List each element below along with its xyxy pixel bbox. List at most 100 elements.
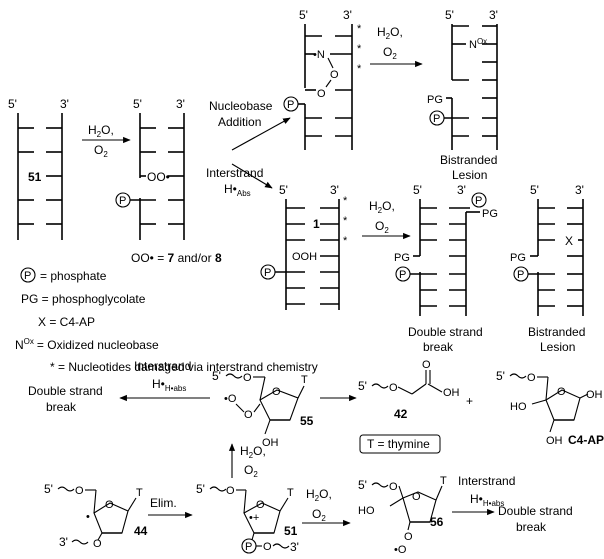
phosphate-label: P [24, 270, 31, 282]
five-prime-label: 5' [358, 478, 367, 492]
phosphate-label: P [264, 267, 271, 279]
legend-c4ap: X = C4-AP [38, 315, 95, 329]
compound-56-structure: 5' O O T HO O •O 56 [358, 475, 447, 556]
anomeric-hydroxyl: OH [586, 389, 603, 401]
addition-label: Addition [218, 115, 261, 129]
ring-oxygen: O [412, 491, 421, 503]
lesion-label: Lesion [540, 340, 575, 354]
c4ap-marker: X [565, 234, 573, 248]
dna-double-strand-break: 5' 3' P PG PG P Double strand break [394, 183, 498, 354]
right-dsb-arrow: Interstrand H•H•abs Double strand break [452, 474, 573, 534]
radical-cation: •+ [249, 512, 259, 524]
phosphoglycolate-label: PG [482, 208, 498, 220]
phosphate-circle [471, 192, 487, 208]
dna-nucleobase-addition: 5' 3' •N O O * * * P [283, 8, 362, 150]
elimination-arrow: Elim. [148, 496, 193, 519]
legend-star: * = Nucleotides damaged via interstrand … [50, 360, 318, 374]
compound-c4ap-label: C4-AP [568, 433, 604, 447]
oxygen-atom: O [389, 481, 398, 493]
five-prime-label: 5' [44, 482, 53, 496]
phosphate-label: P [399, 269, 406, 281]
double-strand-label: Double strand [498, 504, 573, 518]
phosphate-label: P [433, 113, 440, 125]
five-prime-label: 5' [299, 8, 308, 22]
five-prime-label: 5' [212, 369, 221, 383]
ring-oxygen: O [256, 499, 265, 511]
three-prime-label: 3' [59, 535, 68, 549]
elimination-label: Elim. [150, 496, 177, 510]
three-prime-label: 3' [457, 183, 466, 197]
damage-star: * [343, 195, 348, 207]
water-reagent: H2O, [369, 199, 395, 215]
double-strand-label: Double strand [28, 384, 103, 398]
branch-arrows: Nucleobase Addition Interstrand H•Abs [206, 99, 291, 198]
ring-oxygen: O [105, 499, 114, 511]
damage-star: * [357, 23, 362, 35]
three-prime-label: 3' [60, 97, 69, 111]
oxygen-reagent: O2 [312, 507, 326, 523]
oxygen-atom: O [330, 69, 339, 81]
five-prime-label: 5' [8, 97, 17, 111]
compound-44-structure: 5' O O T • 3' O 44 [44, 482, 148, 550]
five-prime-label: 5' [133, 97, 142, 111]
interstrand-label: Interstrand [458, 474, 515, 488]
interstrand-oxygenation-arrow: H2O, O2 [362, 199, 411, 240]
oxidized-nucleobase-label: NOx [469, 37, 487, 51]
carbonyl-oxygen: O [422, 359, 431, 371]
oxygenation-arrow: H2O, O2 [82, 123, 131, 159]
compound-55-structure: 5' O O T •O O OH 55 [212, 369, 314, 449]
nitrogen-label: •N [313, 49, 325, 61]
oxygen-atom: O [75, 485, 84, 497]
water-reagent: H2O, [306, 487, 332, 503]
damage-star: * [357, 43, 362, 55]
hydroxyl-label: HO [510, 401, 527, 413]
legend: P = phosphate PG = phosphoglycolate X = … [15, 267, 318, 374]
legend-oxidized-nucleobase: NOx= Oxidized nucleobase [15, 337, 159, 352]
three-prime-label: 3' [575, 183, 584, 197]
lesion-label: Lesion [452, 168, 487, 182]
break-label: break [46, 400, 77, 414]
water-reagent: H2O, [377, 25, 403, 41]
dna-bistranded-lesion-top: 5' 3' NOx PG P Bistranded Lesion [427, 8, 498, 182]
thymine-legend-box: T = thymine [359, 434, 441, 454]
compound-1-label: 1 [313, 217, 320, 231]
three-prime-label: 3' [290, 540, 299, 554]
peroxyl-o: •O [394, 544, 407, 556]
oxygen-atom: O [404, 531, 413, 543]
dna-bistranded-lesion-x: 5' 3' X PG P Bistranded Lesion [510, 183, 585, 354]
ring-oxygen: O [557, 386, 566, 398]
thymine-label: T [440, 475, 447, 487]
phosphate-circle [20, 267, 36, 283]
hydrogen-abstraction-label: H•H•abs [152, 377, 186, 393]
hydroxyl-label: HO [358, 505, 375, 517]
oxygen-atom: O [243, 372, 252, 384]
compound-51-structure: 5' O O T •+ P O 3' 51 [196, 482, 299, 554]
phosphate-label: P [475, 195, 482, 207]
damage-star: * [343, 215, 348, 227]
damage-star: * [343, 235, 348, 247]
three-prime-label: 3' [489, 8, 498, 22]
phosphate-label: P [119, 195, 126, 207]
bistranded-label: Bistranded [440, 153, 497, 167]
break-label: break [423, 340, 454, 354]
oxygen-reagent: O2 [375, 219, 389, 235]
five-prime-label: 5' [496, 369, 505, 383]
legend-phosphate: = phosphate [40, 269, 107, 283]
top-oxygenation-arrow: H2O, O2 [370, 25, 423, 68]
oxygen-reagent: O2 [244, 463, 258, 479]
compound-56-label: 56 [430, 515, 444, 529]
oxygen-atom: O [527, 372, 536, 384]
phosphoglycolate-label: PG [427, 94, 443, 106]
five-prime-label: 5' [279, 183, 288, 197]
thymine-label: T [287, 487, 294, 499]
double-strand-label: Double strand [408, 325, 483, 339]
thymine-label: T [301, 374, 308, 386]
five-prime-label: 5' [530, 183, 539, 197]
radical-dot: • [86, 511, 90, 523]
oxygen-atom: O [226, 485, 235, 497]
interstrand-label: Interstrand [134, 359, 191, 373]
peroxyl-assignment: OO• = 7 and/or 8 [131, 251, 222, 265]
compound-51-label: 51 [28, 170, 42, 184]
five-prime-label: 5' [413, 183, 422, 197]
